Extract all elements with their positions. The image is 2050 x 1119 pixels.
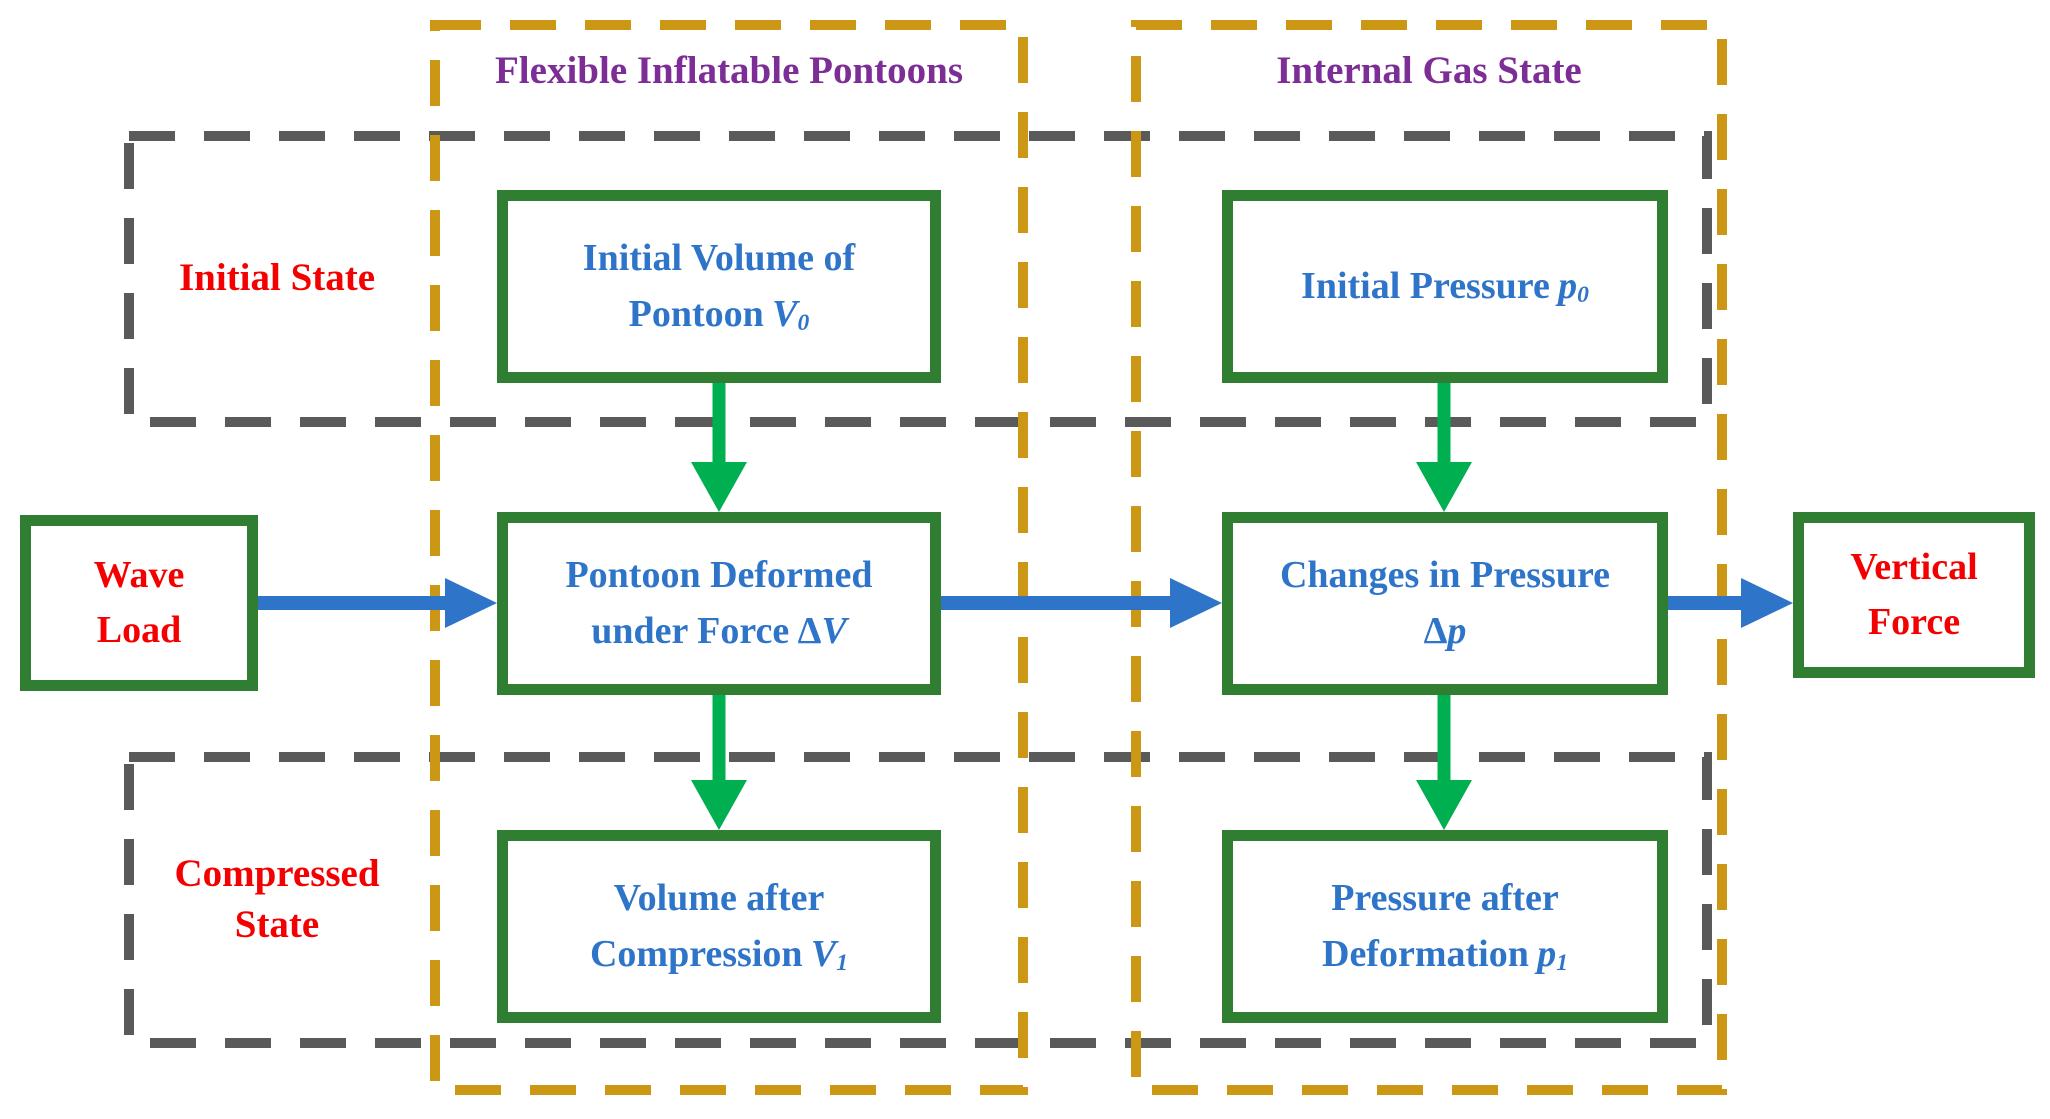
pontoon-deformed-line2: under Force: [591, 609, 790, 652]
initial-pressure-symbol: p0: [1558, 264, 1589, 309]
vertical-force-node: Vertical Force: [1793, 512, 2035, 678]
compressed-state-container: [124, 752, 1712, 1048]
initial-state-label-text: Initial State: [178, 256, 376, 300]
arrow-pontoon-to-pressure: [941, 578, 1222, 628]
vertical-force-line1: Vertical: [1850, 545, 1978, 588]
arrow-pressure0-to-changes: [1416, 383, 1472, 512]
changes-in-pressure-symbol: Δp: [1423, 609, 1467, 652]
arrow-volume0-to-deformed: [691, 383, 747, 512]
arrow-pressure-to-force: [1668, 578, 1793, 628]
wave-load-line2: Load: [96, 609, 182, 651]
compressed-state-label-line2: State: [234, 903, 320, 946]
volume-after-symbol: V1: [810, 932, 849, 976]
initial-pressure-line1: Initial Pressure: [1301, 264, 1550, 307]
volume-after-line1: Volume after: [613, 877, 825, 920]
arrow-deformed-to-volume1: [691, 695, 747, 830]
pressure-after-symbol: p1: [1537, 932, 1568, 976]
arrow-changes-to-pressure1: [1416, 695, 1472, 830]
pressure-after-line1: Pressure after: [1331, 877, 1559, 920]
changes-in-pressure-node: Changes in Pressure Δp: [1222, 512, 1668, 695]
compressed-state-label: Compressed State: [124, 752, 430, 1048]
initial-state-container: [124, 131, 1712, 427]
initial-volume-line1: Initial Volume of: [582, 237, 856, 280]
vertical-force-line2: Force: [1867, 601, 1961, 643]
initial-state-label: Initial State: [124, 131, 430, 426]
flexible-inflatable-pontoons-title: Flexible Inflatable Pontoons: [494, 49, 964, 92]
volume-after-line2: Compression: [589, 932, 803, 975]
pontoon-deformed-line1: Pontoon Deformed: [565, 554, 873, 597]
changes-in-pressure-line1: Changes in Pressure: [1279, 554, 1611, 597]
initial-volume-line2: Pontoon: [628, 292, 764, 335]
pontoon-deformed-symbol: ΔV: [797, 609, 847, 652]
wave-load-line1: Wave: [93, 553, 185, 596]
wave-load-node: Wave Load: [20, 515, 258, 691]
compressed-state-label-line1: Compressed: [174, 852, 380, 896]
initial-volume-symbol: V0: [772, 292, 810, 336]
pressure-after-line2: Deformation: [1322, 932, 1529, 975]
arrow-wave-to-pontoon: [258, 578, 497, 628]
internal-gas-state-title: Internal Gas State: [1276, 49, 1582, 92]
